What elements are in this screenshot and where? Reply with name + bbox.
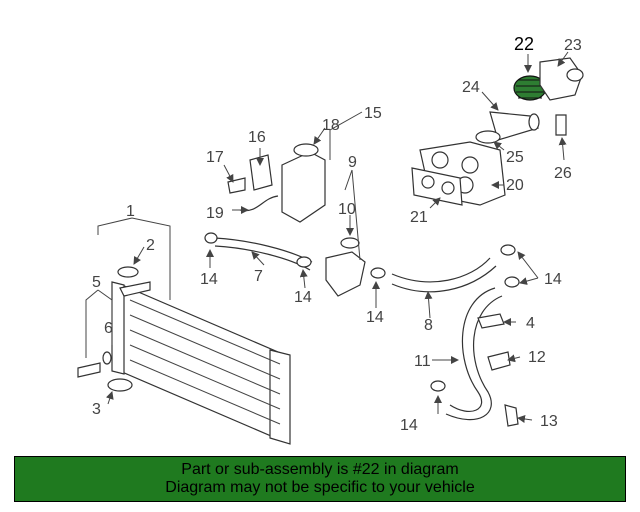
callout-14a: 14 (200, 271, 218, 288)
callout-5: 5 (92, 274, 101, 291)
callout-21: 21 (410, 209, 428, 226)
small-parts-4-12-13 (477, 313, 519, 427)
hose-7 (204, 232, 313, 271)
callout-12: 12 (528, 349, 546, 366)
callout-19: 19 (206, 205, 224, 222)
callout-7: 7 (254, 268, 263, 285)
callout-6: 6 (104, 320, 113, 337)
hose-11 (445, 287, 503, 421)
callout-4: 4 (526, 315, 535, 332)
callout-8: 8 (424, 317, 433, 334)
callout-23: 23 (564, 37, 582, 54)
bracket-6 (77, 351, 112, 378)
water-outlet (325, 237, 366, 297)
callout-14c: 14 (366, 309, 384, 326)
callout-26: 26 (554, 165, 572, 182)
callout-20: 20 (506, 177, 524, 194)
radiator-cap (117, 266, 139, 278)
callout-22: 22 (514, 34, 534, 54)
callout-14d: 14 (544, 271, 562, 288)
callout-17: 17 (206, 149, 224, 166)
radiator (111, 281, 291, 445)
callout-labels: 1 2 3 4 5 6 7 8 9 10 11 12 13 14 14 14 1… (92, 34, 582, 434)
callout-3: 3 (92, 401, 101, 418)
gasket-25 (475, 130, 501, 144)
hose-clamps (296, 244, 520, 392)
callout-11: 11 (414, 353, 431, 370)
drain-plug (107, 378, 133, 392)
parts-diagram: 1 2 3 4 5 6 7 8 9 10 11 12 13 14 14 14 1… (77, 34, 584, 445)
callout-15: 15 (364, 105, 382, 122)
gasket-21 (411, 167, 463, 206)
callout-25: 25 (506, 149, 524, 166)
callout-10: 10 (338, 201, 356, 218)
sensor-26 (555, 114, 567, 136)
banner-line-1: Part or sub-assembly is #22 in diagram (181, 461, 459, 478)
callout-18: 18 (322, 117, 340, 134)
callout-2: 2 (146, 237, 155, 254)
hose-8 (391, 257, 497, 293)
info-banner: Part or sub-assembly is #22 in diagram D… (14, 456, 626, 502)
callout-16: 16 (248, 129, 266, 146)
housing-23 (539, 57, 584, 101)
callout-9: 9 (348, 154, 357, 171)
pipe-24 (489, 111, 540, 141)
callout-1: 1 (126, 203, 135, 220)
callout-24: 24 (462, 79, 480, 96)
callout-13: 13 (540, 413, 558, 430)
callout-14e: 14 (400, 417, 418, 434)
banner-line-2: Diagram may not be specific to your vehi… (165, 479, 475, 496)
callout-14b: 14 (294, 289, 312, 306)
